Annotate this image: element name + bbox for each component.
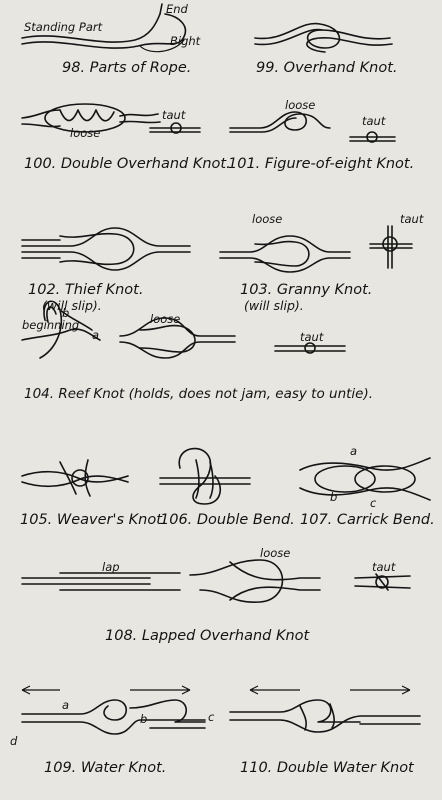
fig108-label-taut: taut: [372, 560, 395, 574]
fig104-label-loose: loose: [150, 312, 180, 326]
fig102-thief: [22, 228, 190, 270]
fig106-caption: 106. Double Bend.: [160, 512, 295, 528]
fig109-label-a: a: [62, 698, 69, 712]
fig98-caption: 98. Parts of Rope.: [62, 60, 191, 76]
fig100-label-taut: taut: [162, 108, 185, 122]
fig107-label-b: b: [330, 490, 337, 504]
fig103-label-taut: taut: [400, 212, 423, 226]
fig104-caption: 104. Reef Knot (holds, does not jam, eas…: [24, 386, 373, 402]
fig98-label-end: End: [166, 2, 188, 16]
fig108-lapped: [22, 560, 410, 602]
fig103-label-loose: loose: [252, 212, 282, 226]
fig100-label-loose: loose: [70, 126, 100, 140]
fig107-label-a: a: [350, 444, 357, 458]
fig103-granny: [220, 226, 412, 272]
fig107-label-c: c: [370, 496, 376, 510]
fig107-carrick: [300, 458, 430, 500]
fig104-label-taut: taut: [300, 330, 323, 344]
fig98-label-bight: Bight: [170, 34, 200, 48]
fig109-label-c: c: [208, 710, 214, 724]
fig102-sub: (will slip).: [42, 298, 102, 313]
fig101-label-taut: taut: [362, 114, 385, 128]
fig105-caption: 105. Weaver's Knot.: [20, 512, 167, 528]
fig104-label-beginning: beginning: [22, 318, 79, 332]
fig104-label-b: b: [62, 306, 69, 320]
fig109-water: [22, 686, 205, 734]
fig103-sub: (will slip).: [244, 298, 304, 313]
fig102-caption: 102. Thief Knot.: [28, 282, 143, 298]
fig107-caption: 107. Carrick Bend.: [300, 512, 435, 528]
fig100-caption: 100. Double Overhand Knot.: [24, 156, 231, 172]
fig109-label-d: d: [10, 734, 17, 748]
fig109-label-b: b: [140, 712, 147, 726]
fig108-label-loose: loose: [260, 546, 290, 560]
fig108-caption: 108. Lapped Overhand Knot: [105, 628, 309, 644]
fig108-label-lap: lap: [102, 560, 120, 574]
fig103-caption: 103. Granny Knot.: [240, 282, 372, 298]
fig105-weavers: [22, 460, 128, 496]
fig99-caption: 99. Overhand Knot.: [256, 60, 398, 76]
fig101-label-loose: loose: [285, 98, 315, 112]
fig98-label-standing: Standing Part: [24, 20, 102, 34]
fig110-double-water: [230, 686, 420, 732]
fig99-overhand: [255, 24, 392, 52]
fig106-double-bend: [160, 449, 250, 504]
fig101-caption: 101. Figure-of-eight Knot.: [228, 156, 414, 172]
fig104-label-a: a: [92, 328, 99, 342]
fig110-caption: 110. Double Water Knot: [240, 760, 414, 776]
fig109-caption: 109. Water Knot.: [44, 760, 166, 776]
